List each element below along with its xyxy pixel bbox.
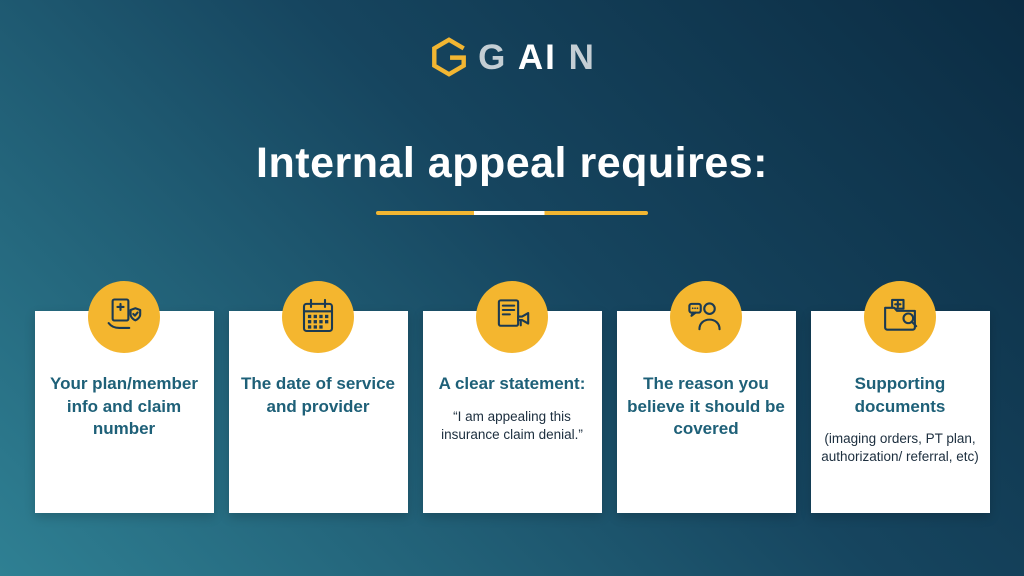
requirement-card-plan-info: Your plan/member info and claim number — [34, 281, 214, 514]
card-subtitle: (imaging orders, PT plan, authorization/… — [821, 431, 979, 464]
hexagon-g-icon — [428, 36, 470, 78]
supporting-docs-icon — [864, 281, 936, 354]
requirement-card-documents: Supporting documents (imaging orders, PT… — [810, 281, 990, 514]
card-title: The reason you believe it should be cove… — [627, 374, 785, 439]
page-title: Internal appeal requires: — [256, 139, 768, 187]
statement-icon — [476, 281, 548, 354]
calendar-icon — [282, 281, 354, 354]
logo-letter-g: G — [478, 37, 508, 77]
requirement-card-statement: A clear statement: “I am appealing this … — [422, 281, 602, 514]
requirements-row: Your plan/member info and claim number — [34, 281, 990, 514]
card-title: Your plan/member info and claim number — [50, 374, 198, 439]
logo-letter-n: N — [568, 37, 596, 77]
card-subtitle: “I am appealing this insurance claim den… — [441, 408, 583, 442]
card-title: A clear statement: — [438, 374, 586, 394]
logo-letters-ai: AI — [517, 37, 557, 77]
gain-logo: G AI N — [428, 34, 596, 80]
reason-icon — [670, 281, 742, 354]
requirement-card-reason: The reason you believe it should be cove… — [616, 281, 796, 514]
requirement-card-date: The date of service and provider — [228, 281, 408, 514]
card-title: The date of service and provider — [240, 374, 395, 416]
gain-logo-text: G AI N — [478, 40, 596, 75]
claim-info-icon — [88, 281, 160, 354]
card-title: Supporting documents — [854, 374, 946, 416]
title-divider — [376, 211, 648, 216]
